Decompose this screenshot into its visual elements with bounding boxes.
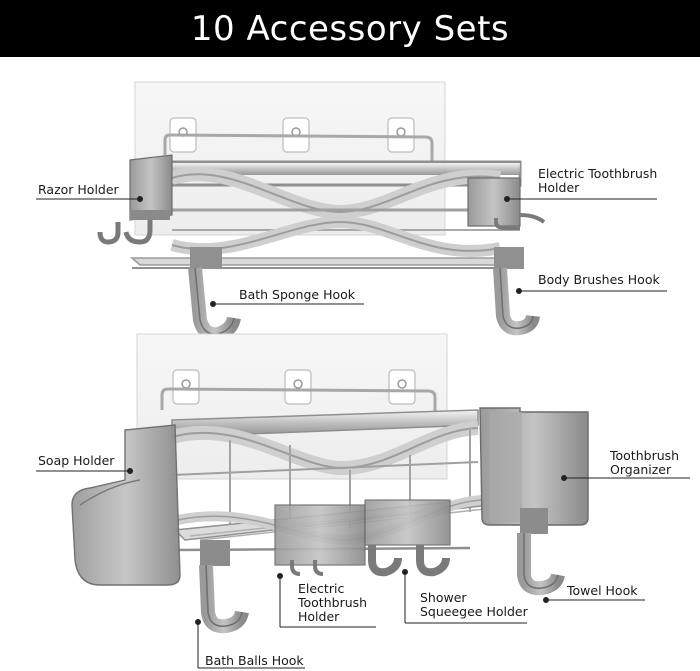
top-toothbrush-holder-part [467, 177, 546, 230]
label-electric-toothbrush-holder-top: Electric Toothbrush Holder [538, 166, 658, 195]
label-toothbrush-organizer: Toothbrush Organizer [610, 448, 680, 477]
squeegee-holder-part [364, 499, 451, 577]
callout-lines [36, 196, 690, 669]
bottom-rack [71, 333, 589, 634]
bottom-mount-clips [172, 369, 416, 405]
bath-balls-hook-part [199, 540, 249, 634]
label-bath-sponge-hook: Bath Sponge Hook [239, 287, 356, 302]
soap-holder-part [71, 424, 181, 586]
label-bath-balls-hook: Bath Balls Hook [205, 653, 304, 668]
bottom-toothbrush-holder-part [274, 504, 366, 576]
label-shower-squeegee-holder: Shower Squeegee Holder [420, 590, 528, 619]
top-adhesive-plate [134, 81, 446, 236]
body-brushes-hook-part [493, 247, 540, 336]
top-rack [97, 81, 546, 342]
label-body-brushes-hook: Body Brushes Hook [538, 272, 660, 287]
title-banner: 10 Accessory Sets [0, 0, 700, 57]
label-towel-hook: Towel Hook [567, 583, 638, 598]
product-illustration [36, 81, 690, 669]
label-soap-holder: Soap Holder [38, 453, 115, 468]
toothbrush-organizer-part [479, 407, 589, 526]
label-electric-toothbrush-holder-bottom: Electric Toothbrush Holder [298, 581, 368, 624]
page-title: 10 Accessory Sets [190, 8, 510, 49]
towel-hook-part [517, 508, 565, 596]
razor-holder-part [97, 154, 173, 245]
label-razor-holder: Razor Holder [38, 182, 119, 197]
